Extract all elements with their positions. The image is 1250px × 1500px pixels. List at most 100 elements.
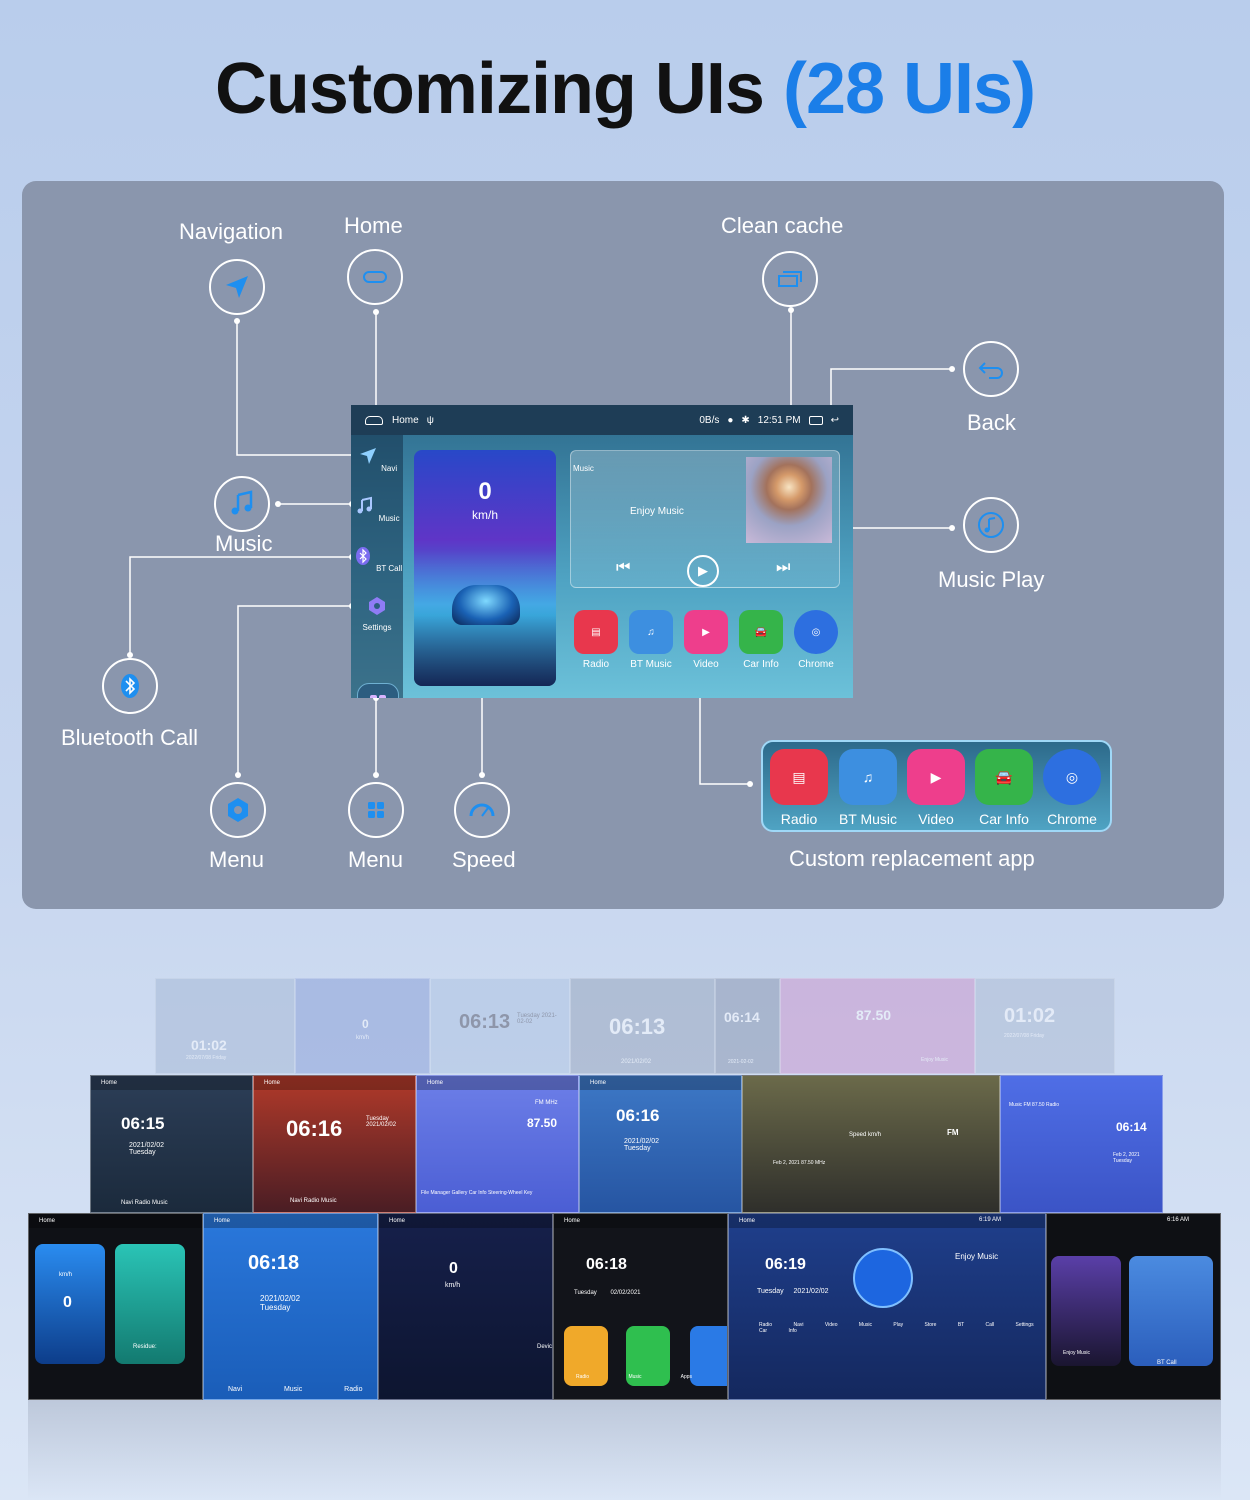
ui-thumbnail[interactable]: Home 06:16 2021/02/02 Tuesday [579, 1075, 742, 1213]
label-speed: Speed [452, 847, 516, 872]
ui-thumbnail[interactable]: 87.50 Enjoy Music [780, 978, 975, 1074]
settings-hexagon-icon [369, 597, 385, 615]
chrome-icon: ◎ [794, 610, 838, 654]
clean-cache-callout [762, 251, 818, 307]
bluetooth-icon [121, 674, 139, 698]
speedometer-icon [469, 803, 495, 817]
sidebar-item-music[interactable]: Music [351, 495, 403, 523]
app-label: Radio [582, 659, 610, 670]
bluetooth-status-icon: ✱ [741, 414, 750, 426]
music-widget[interactable]: Music Enjoy Music ⏮ ▶ ⏭ [570, 450, 840, 588]
ui-thumbnail[interactable]: 6:16 AM Enjoy Music BT Call [1046, 1213, 1221, 1400]
speed-value: 0 [478, 478, 492, 505]
ui-thumbnail[interactable]: Home 06:18 Tuesday 02/02/2021 Radio Musi… [553, 1213, 728, 1400]
ui-thumbnail[interactable]: Home 6:19 AM 06:19 Tuesday 2021/02/02 En… [728, 1213, 1046, 1400]
previous-track-icon[interactable]: ⏮ [616, 559, 631, 576]
music-disc-icon [978, 512, 1004, 538]
sidebar-item-settings[interactable]: Settings [351, 595, 403, 632]
radio-icon: ▤ [770, 749, 828, 805]
label-custom-replacement: Custom replacement app [789, 846, 1035, 871]
app-grid-icon [370, 695, 386, 698]
car-icon: 🚘 [739, 610, 783, 654]
app-radio[interactable]: ▤ Radio [570, 610, 622, 670]
app-label: BT Music [838, 811, 898, 827]
sidebar-item-label: Settings [362, 623, 392, 632]
app-grid-icon [368, 802, 384, 818]
app-video[interactable]: ▶ Video [680, 610, 732, 670]
android-icon [853, 1248, 913, 1308]
music-note-icon [231, 490, 253, 515]
custom-app-bt-music[interactable]: ♫ BT Music [835, 749, 901, 827]
ui-thumbnail[interactable]: FM Feb 2, 2021 87.50 MHz Speed km/h [742, 1075, 1000, 1213]
video-play-icon: ▶ [684, 610, 728, 654]
app-bt-music[interactable]: ♫ BT Music [625, 610, 677, 670]
ui-thumbnail[interactable]: Home 06:18 2021/02/02 Tuesday Navi Music… [203, 1213, 378, 1400]
custom-app-strip: ▤ Radio ♫ BT Music ▶ Video 🚘 Car Info ◎ … [761, 740, 1112, 832]
car-icon: 🚘 [975, 749, 1033, 805]
location-icon: ● [727, 414, 734, 426]
music-widget-title: Music [573, 464, 594, 473]
custom-app-chrome[interactable]: ◎ Chrome [1039, 749, 1105, 827]
music-callout [214, 476, 270, 532]
page-headline: Customizing UIs (28 UIs) [0, 48, 1250, 130]
label-back: Back [967, 410, 1016, 435]
app-label: Car Info [979, 811, 1029, 827]
ui-thumbnail[interactable]: Home 06:16 Tuesday 2021/02/02 Navi Radio… [253, 1075, 416, 1213]
bluetooth-callout [102, 658, 158, 714]
app-label: Chrome [798, 659, 834, 670]
label-bluetooth-call: Bluetooth Call [61, 725, 198, 750]
bt-music-icon: ♫ [629, 610, 673, 654]
app-chrome[interactable]: ◎ Chrome [790, 610, 842, 670]
back-arrow-icon[interactable]: ↩ [830, 414, 839, 426]
home-callout [347, 249, 403, 305]
custom-app-video[interactable]: ▶ Video [903, 749, 969, 827]
back-callout [963, 341, 1019, 397]
label-music-play: Music Play [938, 567, 1045, 592]
sidebar-item-label: Music [378, 514, 400, 523]
play-icon[interactable]: ▶ [687, 555, 719, 587]
chrome-icon: ◎ [1043, 749, 1101, 805]
ui-thumbnail[interactable]: 01:02 2022/07/08 Friday [975, 978, 1115, 1074]
music-play-callout [963, 497, 1019, 553]
custom-app-radio[interactable]: ▤ Radio [766, 749, 832, 827]
speed-widget[interactable]: 0 km/h [414, 450, 556, 686]
head-unit-screen: Home ψ 0B/s ● ✱ 12:51 PM ↩ Navi Music BT… [351, 405, 853, 698]
app-dock: ▤ Radio ♫ BT Music ▶ Video 🚘 Car Info ◎ … [570, 610, 850, 685]
app-label: Car Info [743, 659, 779, 670]
ui-thumbnail[interactable]: 01:02 2022/07/08 Friday [155, 978, 295, 1074]
speed-unit: km/h [471, 508, 498, 522]
video-play-icon: ▶ [907, 749, 965, 805]
app-car-info[interactable]: 🚘 Car Info [735, 610, 787, 670]
ui-thumbnail[interactable]: Home 0 km/h Devic [378, 1213, 553, 1400]
sidebar-item-navi[interactable]: Navi [351, 445, 403, 473]
radio-icon: ▤ [574, 610, 618, 654]
album-art [746, 457, 832, 543]
navigation-callout [209, 259, 265, 315]
car-graphic [452, 585, 520, 625]
settings-callout [210, 782, 266, 838]
ui-thumbnail[interactable]: Home 87.50 FM MHz File Manager Gallery C… [416, 1075, 579, 1213]
ui-thumbnail[interactable]: 06:14 2021-02-02 [715, 978, 780, 1074]
app-label: Video [918, 811, 954, 827]
ui-thumbnail[interactable]: Home 06:15 2021/02/02 Tuesday Navi Radio… [90, 1075, 253, 1213]
usb-icon: ψ [426, 414, 434, 426]
recent-apps-icon[interactable] [808, 415, 823, 425]
label-menu-left: Menu [209, 847, 265, 872]
next-track-icon[interactable]: ⏭ [776, 559, 791, 576]
back-arrow-icon [978, 362, 1003, 379]
label-menu-center: Menu [348, 847, 404, 872]
menu-callout [348, 782, 404, 838]
status-time: 12:51 PM [757, 414, 801, 426]
sidebar-item-bt-call[interactable]: BT Call [351, 545, 403, 573]
ui-thumbnail[interactable]: 06:14 Feb 2, 2021 Tuesday Music FM 87.50… [1000, 1075, 1163, 1213]
app-drawer-button[interactable] [357, 683, 399, 698]
music-note-icon [357, 496, 373, 514]
ui-thumbnail[interactable]: 0 km/h [295, 978, 430, 1074]
ui-thumbnail[interactable]: 06:13 2021/02/02 [570, 978, 715, 1074]
custom-app-car-info[interactable]: 🚘 Car Info [971, 749, 1037, 827]
app-label: Chrome [1047, 811, 1097, 827]
ui-thumbnail[interactable]: Home 0 km/h Residue: [28, 1213, 203, 1400]
label-music: Music [215, 531, 273, 556]
home-icon[interactable] [365, 415, 383, 425]
ui-thumbnail[interactable]: 06:13 Tuesday 2021-02-02 [430, 978, 570, 1074]
